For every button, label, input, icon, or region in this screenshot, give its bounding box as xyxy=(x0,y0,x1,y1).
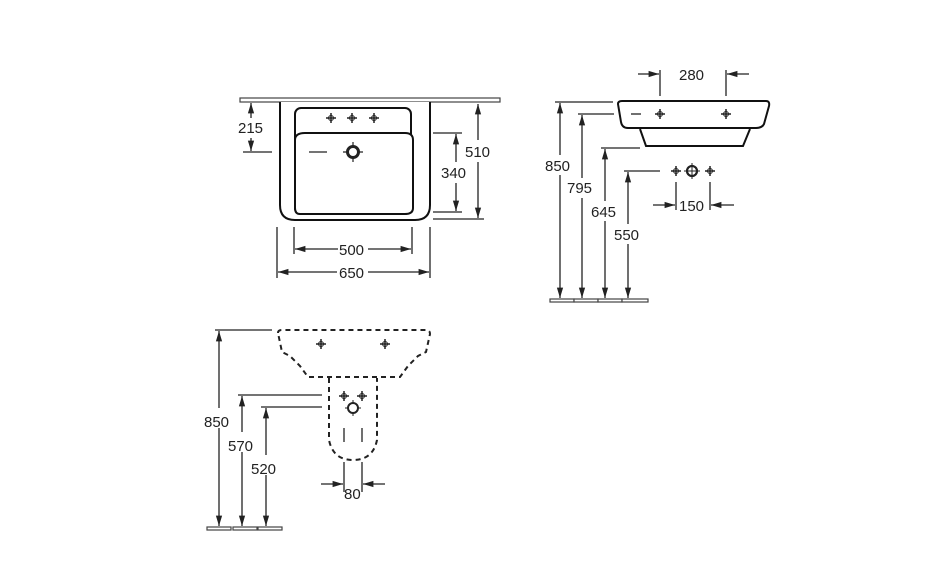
tap-hole-icon xyxy=(379,338,391,350)
dim-795: 795 xyxy=(567,180,592,197)
supply-valve-icon xyxy=(338,390,350,402)
dim-650: 650 xyxy=(339,265,364,282)
dim-850-side: 850 xyxy=(545,158,570,175)
pedestal-view: 850 570 520 80 xyxy=(204,329,432,531)
basin-underside xyxy=(639,128,751,147)
dim-150: 150 xyxy=(679,198,704,215)
dim-510: 510 xyxy=(465,144,490,161)
dim-850-pedestal: 850 xyxy=(204,414,229,431)
waste-outlet-icon xyxy=(345,400,361,416)
dim-520: 520 xyxy=(251,461,276,478)
dim-645: 645 xyxy=(591,204,616,221)
wall-strip xyxy=(239,97,501,103)
supply-valve-icon xyxy=(356,390,368,402)
dim-340: 340 xyxy=(441,165,466,182)
supply-valve-icon xyxy=(670,165,682,177)
floor-strip xyxy=(206,526,283,531)
dim-80: 80 xyxy=(344,486,361,503)
drain-icon xyxy=(343,142,363,162)
dim-280: 280 xyxy=(679,67,704,84)
dim-215: 215 xyxy=(238,120,263,137)
floor-strip xyxy=(549,298,649,303)
side-view: 280 850 795 645 550 xyxy=(545,67,771,303)
basin-dashed-outline xyxy=(276,329,432,378)
tap-hole-icon xyxy=(315,338,327,350)
front-view: 215 510 340 500 650 xyxy=(238,97,501,282)
dim-500: 500 xyxy=(339,242,364,259)
basin-bowl xyxy=(294,132,414,215)
basin-side-outline xyxy=(616,100,771,129)
dim-550: 550 xyxy=(614,227,639,244)
supply-valve-icon xyxy=(704,165,716,177)
pedestal-dashed-outline xyxy=(328,378,378,462)
dim-570: 570 xyxy=(228,438,253,455)
